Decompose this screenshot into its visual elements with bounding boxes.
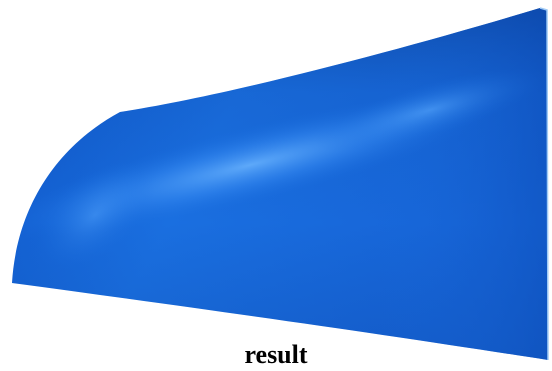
surface-right-edge — [539, 7, 549, 361]
figure-caption: result — [244, 340, 308, 369]
